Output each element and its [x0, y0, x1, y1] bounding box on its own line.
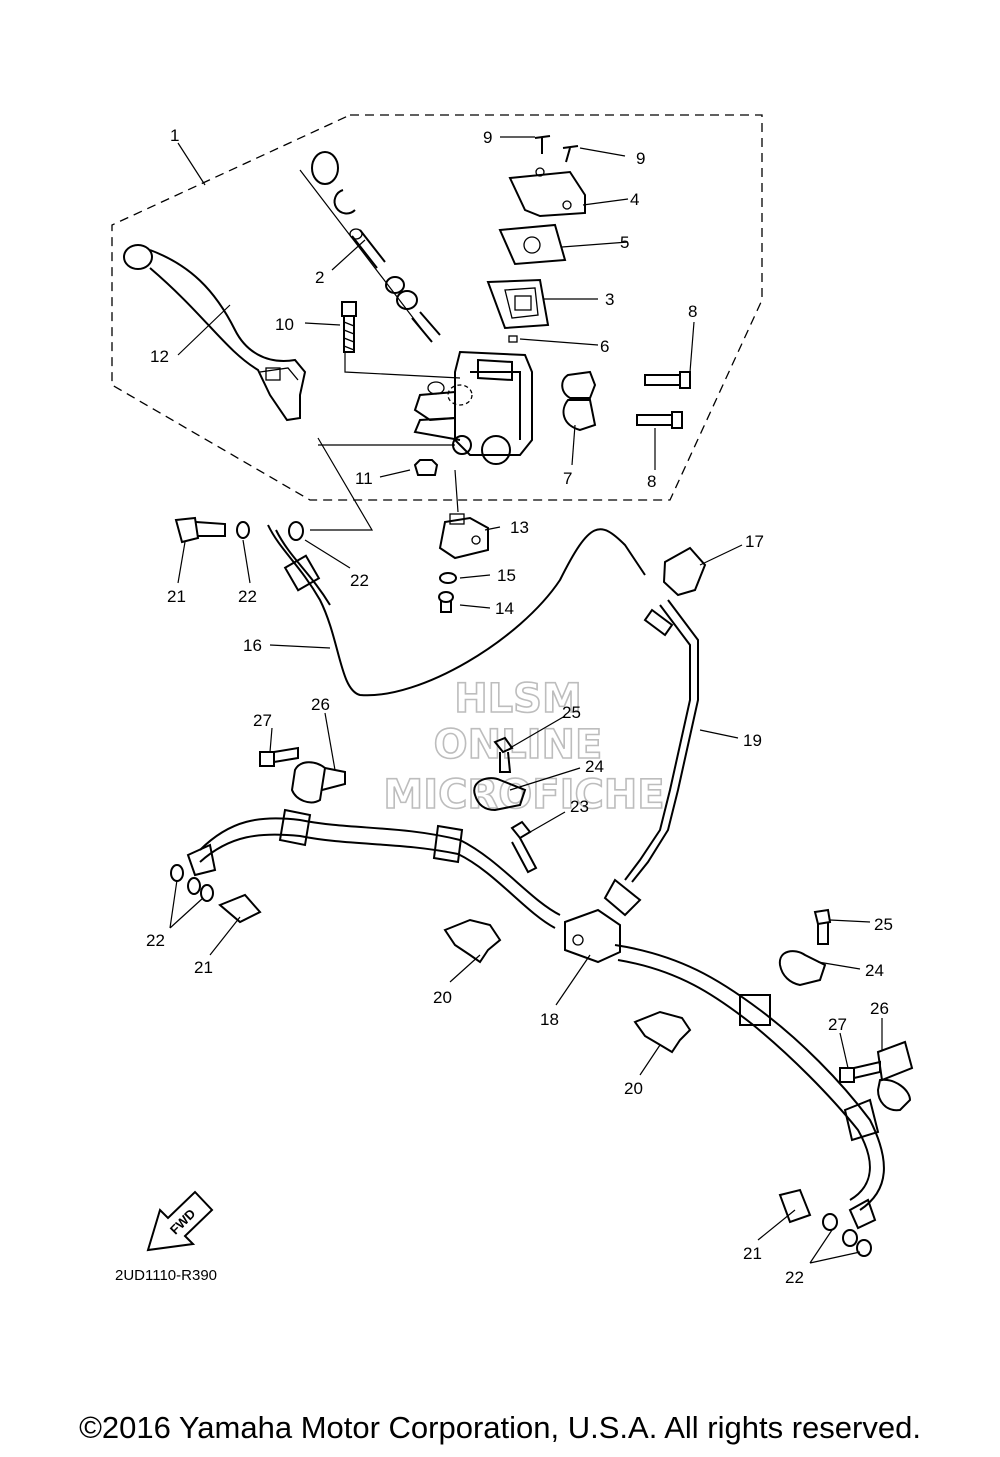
- clamp-bolt-center[interactable]: [493, 736, 514, 773]
- lever-pivot-bolt[interactable]: [341, 301, 357, 353]
- brake-hose-joint[interactable]: [564, 908, 621, 964]
- callout-26-right: 26: [870, 999, 889, 1018]
- hose-guide-clip-right[interactable]: [633, 1010, 692, 1054]
- callout-10: 10: [275, 315, 294, 334]
- float[interactable]: [508, 335, 518, 343]
- clamp-bolt-right[interactable]: [813, 908, 832, 945]
- hose-clamp-right[interactable]: [778, 950, 827, 987]
- callout-8-top: 8: [688, 302, 697, 321]
- callout-27-right: 27: [828, 1015, 847, 1034]
- hose-clamp-center[interactable]: [473, 777, 527, 812]
- switch-washer[interactable]: [439, 572, 457, 584]
- callout-20-right: 20: [624, 1079, 643, 1098]
- callout-5: 5: [620, 233, 629, 252]
- callout-22-upper-right: 22: [350, 571, 369, 590]
- master-cylinder-body[interactable]: [413, 350, 533, 465]
- copper-washer-left[interactable]: [170, 864, 214, 902]
- hose-guide-left[interactable]: [290, 761, 346, 804]
- master-cylinder-assembly-boundary: [111, 114, 763, 501]
- callout-21-upper: 21: [167, 587, 186, 606]
- callout-12: 12: [150, 347, 169, 366]
- callout-20-left: 20: [433, 988, 452, 1007]
- guide-bolt-left[interactable]: [259, 746, 299, 767]
- hose-clamp-17[interactable]: [662, 546, 707, 597]
- watermark: HLSM ONLINE MICROFICHE: [383, 675, 666, 819]
- callout-17: 17: [745, 532, 764, 551]
- diaphragm-holder[interactable]: [486, 278, 550, 330]
- callout-3: 3: [605, 290, 614, 309]
- callout-9-right: 9: [636, 149, 645, 168]
- callout-16: 16: [243, 636, 262, 655]
- leader-lines: [169, 136, 883, 1264]
- callout-23: 23: [570, 797, 589, 816]
- brake-hose-1[interactable]: [267, 524, 646, 697]
- callout-13: 13: [510, 518, 529, 537]
- callout-1: 1: [170, 126, 179, 145]
- hose-guide-clip-left[interactable]: [443, 918, 502, 964]
- front-brake-switch[interactable]: [438, 513, 489, 560]
- holder-bolt[interactable]: [636, 371, 691, 429]
- callout-19: 19: [743, 731, 762, 750]
- lever-pivot-nut[interactable]: [413, 459, 439, 476]
- union-bolt-right[interactable]: [778, 1188, 812, 1224]
- callout-26-left: 26: [311, 695, 330, 714]
- union-bolt-upper[interactable]: [174, 516, 226, 544]
- brake-lever[interactable]: [123, 244, 307, 422]
- callout-22-upper-left: 22: [238, 587, 257, 606]
- joint-bolt[interactable]: [510, 820, 538, 874]
- fwd-label: FWD: [167, 1206, 199, 1238]
- brake-pipe[interactable]: [603, 599, 699, 917]
- forward-direction-arrow: FWD: [146, 1190, 214, 1252]
- callout-7: 7: [563, 469, 572, 488]
- callout-18: 18: [540, 1010, 559, 1029]
- diaphragm[interactable]: [498, 223, 567, 266]
- callout-22-left: 22: [146, 931, 165, 950]
- callout-11: 11: [355, 469, 373, 488]
- copper-washer-right[interactable]: [822, 1213, 872, 1257]
- hose-guide-right[interactable]: [876, 1040, 914, 1112]
- guide-bolt-right[interactable]: [839, 1060, 881, 1083]
- callout-labels: 1 2 3 4 5 6 7 8 8 9 9 10 11 12 13 14 15 …: [146, 126, 893, 1287]
- brake-hose-3[interactable]: [614, 944, 885, 1230]
- callout-24-center: 24: [585, 757, 604, 776]
- callout-4: 4: [630, 190, 639, 209]
- callout-25-center: 25: [562, 703, 581, 722]
- callout-22-right: 22: [785, 1268, 804, 1287]
- callout-15: 15: [497, 566, 516, 585]
- callout-8-bottom: 8: [647, 472, 656, 491]
- callout-24-right: 24: [865, 961, 884, 980]
- watermark-line-1: HLSM: [454, 676, 582, 722]
- callout-21-right: 21: [743, 1244, 762, 1263]
- reservoir-cap[interactable]: [508, 167, 586, 218]
- callout-21-left: 21: [194, 958, 213, 977]
- diagram-code: 2UD1110-R390: [115, 1267, 217, 1284]
- copper-washer-upper[interactable]: [236, 521, 304, 541]
- switch-screw[interactable]: [438, 591, 454, 613]
- callout-27-left: 27: [253, 711, 272, 730]
- callout-9-left: 9: [483, 128, 492, 147]
- piston-kit[interactable]: [311, 151, 441, 343]
- callout-2: 2: [315, 268, 324, 287]
- callout-25-right: 25: [874, 915, 893, 934]
- callout-6: 6: [600, 337, 609, 356]
- watermark-line-2: ONLINE: [434, 722, 603, 768]
- union-bolt-left[interactable]: [218, 893, 262, 924]
- copyright-notice: ©2016 Yamaha Motor Corporation, U.S.A. A…: [79, 1410, 921, 1445]
- callout-14: 14: [495, 599, 514, 618]
- master-cylinder-holder[interactable]: [561, 370, 597, 432]
- brake-hose-2[interactable]: [186, 808, 561, 929]
- cap-screw[interactable]: [534, 135, 579, 163]
